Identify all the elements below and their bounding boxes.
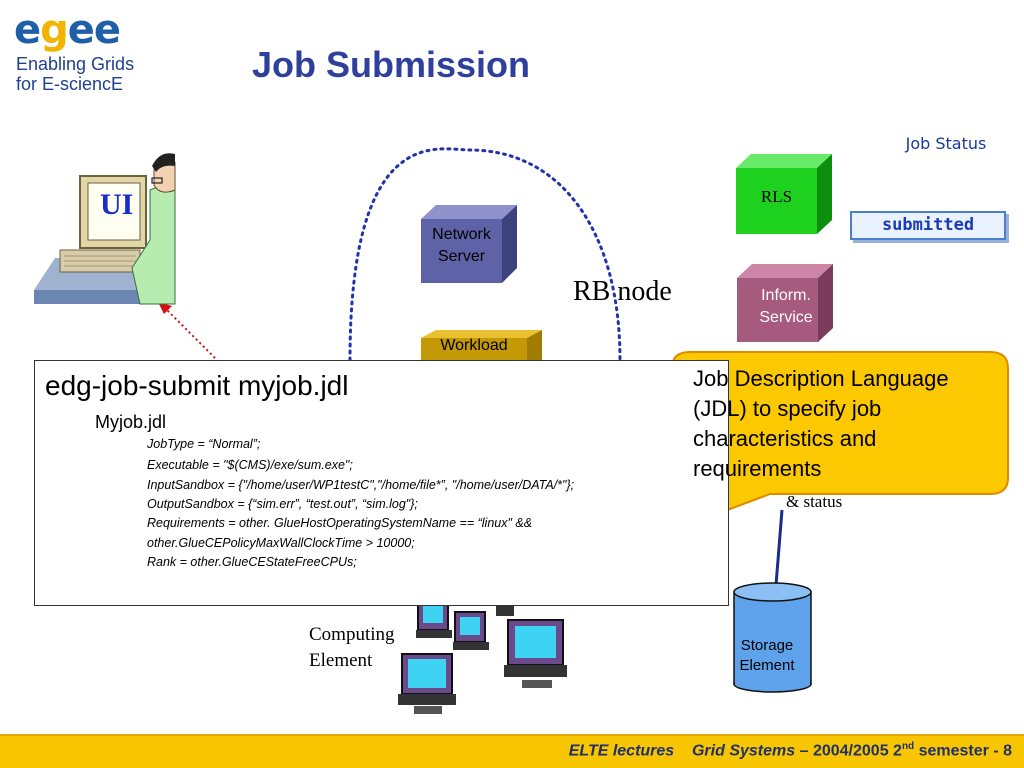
status-badge: submitted xyxy=(850,211,1006,240)
jdl-line: other.GlueCEPolicyMaxWallClockTime > 100… xyxy=(147,536,415,550)
inform-service-cube xyxy=(737,264,833,342)
rls-label: RLS xyxy=(760,187,793,206)
storage-element-cylinder xyxy=(733,582,812,693)
workload-label: Workload xyxy=(440,337,508,354)
ui-label: UI xyxy=(100,188,134,221)
jdl-line: JobType = “Normal”; xyxy=(147,437,261,451)
jdl-line: Executable = "$(CMS)/exe/sum.exe"; xyxy=(147,458,353,472)
ui-workstation-illustration xyxy=(34,153,176,305)
rb-node-boundary xyxy=(348,147,622,362)
jdl-callout-text: Job Description Language (JDL) to specif… xyxy=(693,366,949,481)
logo-tagline-1: Enabling Grids xyxy=(16,54,135,74)
footer-bar xyxy=(0,734,1024,768)
rb-node-label: RB node xyxy=(573,276,672,307)
storage-link xyxy=(774,509,784,586)
logo-tagline-2: for E-sciencE xyxy=(16,74,124,94)
jdl-line: OutputSandbox = {“sim.err”, “test.out”, … xyxy=(147,497,418,511)
jdl-line: InputSandbox = {"/home/user/WP1testC","/… xyxy=(147,478,575,492)
network-server-label: Network Server xyxy=(432,226,491,265)
computing-element-computers xyxy=(398,599,567,714)
arrow-head xyxy=(158,302,172,314)
jdl-line: Rank = other.GlueCEStateFreeCPUs; xyxy=(147,555,357,569)
jdl-filename: Myjob.jdl xyxy=(95,412,167,432)
inform-service-label: Inform. Service xyxy=(759,287,813,326)
status-fragment-label: & status xyxy=(786,492,843,511)
network-server-cube xyxy=(421,205,517,283)
egee-logo: egee xyxy=(14,7,121,53)
workload-cube xyxy=(421,330,542,362)
storage-element-label: Storage Element xyxy=(739,637,795,674)
submit-arrow xyxy=(164,307,216,359)
submit-command: edg-job-submit myjob.jdl xyxy=(45,370,349,401)
page-title: Job Submission xyxy=(252,44,531,85)
jdl-code-box xyxy=(34,360,729,606)
computing-element-label: Computing Element xyxy=(309,624,395,671)
rls-cube xyxy=(736,154,832,234)
jdl-line: Requirements = other. GlueHostOperatingS… xyxy=(147,516,533,530)
job-status-label: Job Status xyxy=(905,134,987,153)
footer-text: ELTE lectures Grid Systems – 2004/2005 2… xyxy=(568,741,1012,760)
